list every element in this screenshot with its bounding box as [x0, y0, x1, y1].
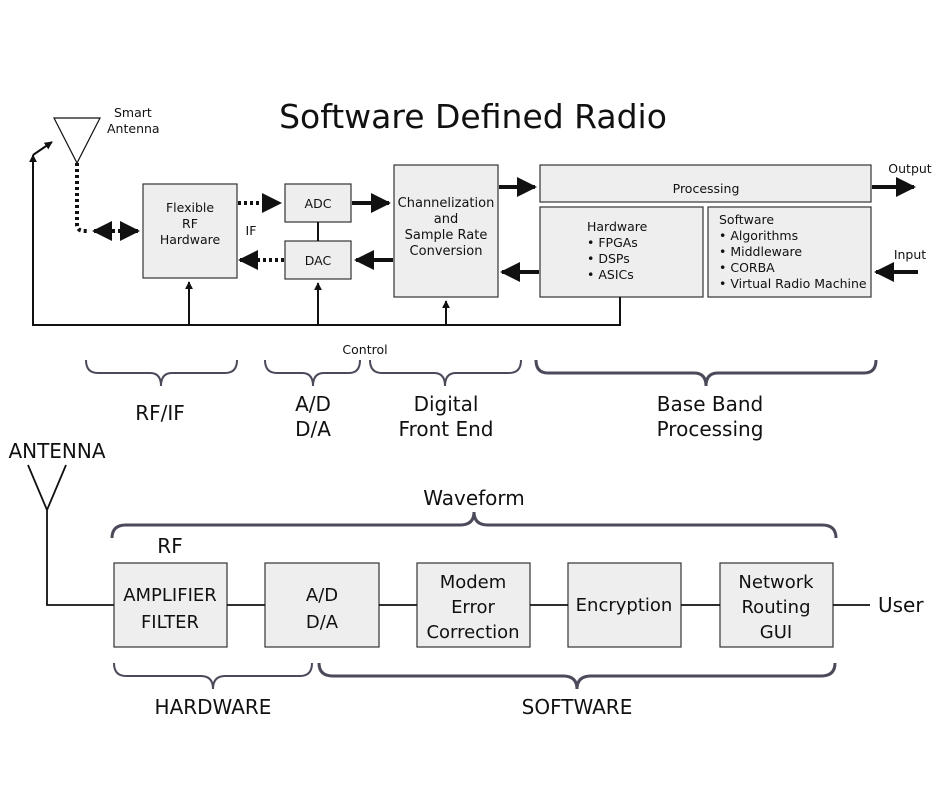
hardware-item-fpgas: • FPGAs — [587, 235, 638, 250]
section-ad: A/D — [295, 392, 331, 416]
flexible-rf-label-1: Flexible — [166, 200, 214, 215]
hardware-label: HARDWARE — [155, 695, 272, 719]
rf-if-brace — [85, 359, 238, 387]
error-label: Error — [451, 597, 495, 618]
encryption-box — [567, 562, 682, 648]
section-rf-if: RF/IF — [135, 401, 185, 425]
channelization-box — [393, 164, 499, 298]
dac-box — [284, 240, 352, 280]
ad-label: A/D — [306, 585, 338, 606]
input-label: Input — [894, 247, 926, 262]
processing-label: Processing — [673, 181, 740, 196]
smart-antenna-icon — [53, 117, 101, 165]
antenna-feed-line — [75, 163, 88, 233]
if-label: IF — [246, 223, 257, 238]
software-box — [707, 206, 872, 298]
network-label: Network — [738, 572, 814, 593]
flexible-rf-label-3: Hardware — [160, 232, 221, 247]
dac-label: DAC — [305, 253, 332, 268]
section-base-band: Base Band — [657, 392, 763, 416]
hardware-item-asics: • ASICs — [587, 267, 634, 282]
waveform-brace — [110, 511, 838, 539]
channelization-label-1: Channelization — [398, 196, 495, 211]
amplifier-label: AMPLIFIER — [123, 585, 217, 606]
routing-label: Routing — [741, 597, 810, 618]
channelization-label-3: Sample Rate — [405, 228, 488, 243]
hardware-title: Hardware — [587, 219, 648, 234]
section-da: D/A — [295, 417, 331, 441]
rf-label: RF — [157, 534, 182, 558]
digital-front-end-brace — [369, 359, 522, 387]
output-label: Output — [888, 161, 932, 176]
diagram-title: Software Defined Radio — [279, 97, 667, 136]
control-bus-line — [29, 154, 621, 326]
modem-box — [416, 562, 531, 648]
software-item-algorithms: • Algorithms — [719, 228, 798, 243]
da-label: D/A — [306, 612, 339, 633]
section-processing: Processing — [657, 417, 764, 441]
antenna-label: ANTENNA — [8, 439, 105, 463]
control-label: Control — [342, 342, 387, 357]
control-to-antenna-arrow — [32, 141, 53, 156]
channelization-label-2: and — [434, 212, 458, 227]
ad-da-brace — [264, 359, 361, 387]
user-label: User — [878, 593, 924, 617]
software-title: Software — [719, 212, 774, 227]
software-item-corba: • CORBA — [719, 260, 775, 275]
section-front-end: Front End — [399, 417, 494, 441]
smart-antenna-label-1: Smart — [114, 105, 152, 120]
amplifier-filter-box — [113, 562, 228, 648]
software-label: SOFTWARE — [522, 695, 633, 719]
software-brace — [317, 662, 837, 690]
flexible-rf-label-2: RF — [182, 216, 198, 231]
network-box — [719, 562, 834, 648]
channelization-label-4: Conversion — [410, 244, 483, 259]
flexible-rf-hardware-box — [142, 183, 238, 279]
encryption-label: Encryption — [576, 595, 673, 616]
section-digital: Digital — [414, 392, 479, 416]
hardware-box — [539, 206, 704, 298]
modem-label: Modem — [440, 572, 507, 593]
software-item-middleware: • Middleware — [719, 244, 802, 259]
base-band-brace — [534, 359, 878, 387]
smart-antenna-label-2: Antenna — [107, 121, 160, 136]
hardware-brace — [113, 662, 313, 690]
adc-box — [284, 183, 352, 223]
hardware-item-dsps: • DSPs — [587, 251, 630, 266]
correction-label: Correction — [426, 622, 519, 643]
adc-label: ADC — [305, 196, 332, 211]
gui-label: GUI — [760, 622, 792, 643]
waveform-label: Waveform — [423, 486, 525, 510]
software-item-vrm: • Virtual Radio Machine — [719, 276, 867, 291]
filter-label: FILTER — [141, 612, 199, 633]
processing-box — [539, 164, 872, 203]
antenna-icon — [27, 464, 114, 606]
